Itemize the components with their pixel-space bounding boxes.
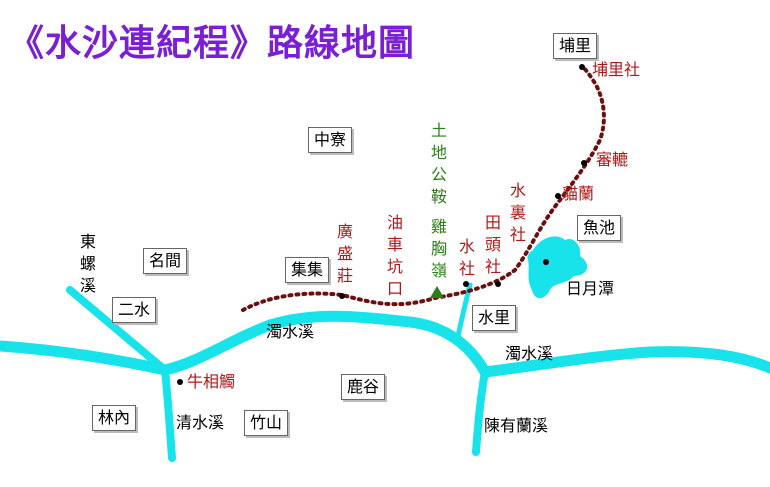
stop-youche-kengkou: 油車坑口 — [386, 213, 403, 298]
stop-shengjia: 審轆 — [596, 150, 629, 169]
place-ershui: 二水 — [112, 297, 157, 323]
river-label-chenyoulan: 陳有蘭溪 — [484, 416, 549, 435]
stop-dot-tiantou-she — [495, 281, 501, 287]
stop-niuxiang-chu: 牛相觸 — [187, 372, 236, 391]
chenyoulan-river — [472, 368, 489, 456]
place-jiji: 集集 — [285, 257, 330, 283]
sun-moon-lake — [527, 236, 588, 299]
stop-dot-puli-she — [579, 64, 585, 70]
stop-tiantou-she: 田頭社 — [484, 213, 501, 276]
stop-dot-maolan — [555, 193, 561, 199]
river-label-zhuoshui-west: 濁水溪 — [266, 322, 315, 341]
stop-shui-she: 水社 — [458, 237, 475, 278]
qingshui-river — [161, 366, 176, 462]
river-label-qingshui: 清水溪 — [176, 413, 225, 432]
stop-dot-shui-she — [463, 281, 469, 287]
place-shuili: 水里 — [472, 305, 517, 331]
river-label-zhuoshui-east: 濁水溪 — [505, 344, 554, 363]
mountain-jixiong-ling: 雞胸嶺 — [430, 217, 447, 280]
stop-guangsheng-zhuang: 廣盛莊 — [336, 222, 353, 285]
lake-label-sun-moon: 日月潭 — [566, 279, 615, 298]
mountain-tudigong-an: 土地公鞍 — [430, 121, 447, 206]
place-lugu: 鹿谷 — [341, 374, 386, 400]
stop-shuili-she: 水裏社 — [509, 181, 526, 244]
place-puli: 埔里 — [553, 33, 598, 59]
place-mingjian: 名間 — [143, 248, 188, 274]
map-title: 《水沙連紀程》路線地圖 — [8, 23, 416, 64]
river-label-dongluo: 東螺溪 — [79, 232, 96, 295]
place-linnei: 林內 — [92, 405, 137, 431]
place-yuchi: 魚池 — [577, 215, 622, 241]
dongluo-river — [66, 286, 169, 374]
stop-puli-she: 埔里社 — [592, 60, 641, 79]
stop-dot-guangsheng — [339, 293, 345, 299]
stop-maolan: 貓蘭 — [562, 184, 595, 203]
place-zhongliao: 中寮 — [308, 127, 353, 153]
stop-dot-shuili-she — [543, 259, 549, 265]
triangle-mountain-icon — [430, 286, 444, 298]
stop-dot-niuxiang — [177, 379, 183, 385]
stop-dot-shengjia — [581, 160, 587, 166]
place-zhushan: 竹山 — [244, 410, 289, 436]
